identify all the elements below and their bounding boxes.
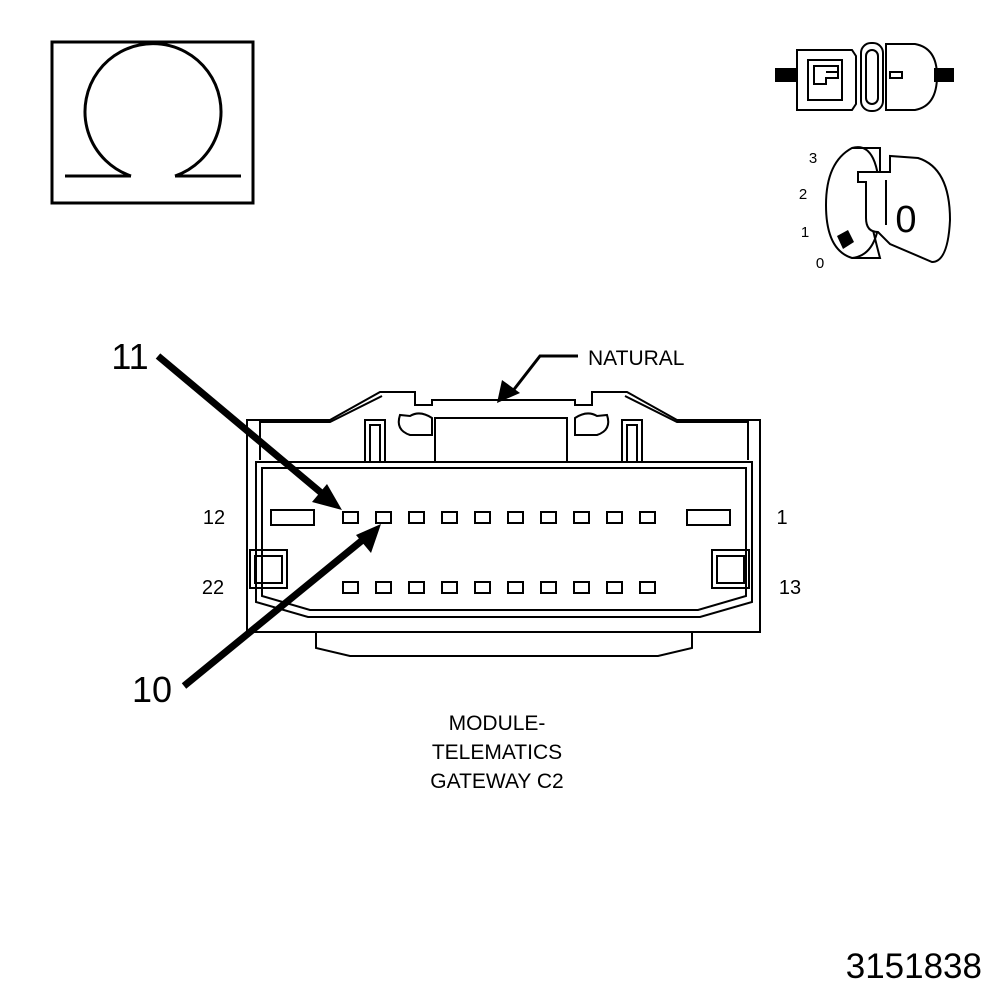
connector-caption-line-1: MODULE- <box>449 712 546 735</box>
pin-label-12: 12 <box>203 507 225 529</box>
ignition-position-2: 2 <box>799 186 807 203</box>
pin-cavity-top-8 <box>573 511 590 524</box>
pin-label-22: 22 <box>202 577 224 599</box>
ignition-key-icon: 0 3 2 1 0 <box>799 146 952 272</box>
pin-label-1: 1 <box>776 507 787 529</box>
pin-cavity-top-2 <box>375 511 392 524</box>
pin-cavity-top-3 <box>408 511 425 524</box>
callout-arrow-upper <box>155 353 342 510</box>
ignition-position-1: 1 <box>801 224 809 241</box>
pin-cavity-bottom-4 <box>441 581 458 594</box>
connector-color-label: NATURAL <box>588 347 684 370</box>
pin-row-top <box>342 511 656 524</box>
pin-cavity-bottom-3 <box>408 581 425 594</box>
pin-cavity-top-6 <box>507 511 524 524</box>
connector-caption-line-2: TELEMATICS <box>432 741 562 764</box>
connector-body <box>246 391 761 657</box>
pin-cavity-top-4 <box>441 511 458 524</box>
pin-cavity-bottom-7 <box>540 581 557 594</box>
connector-caption-line-3: GATEWAY C2 <box>430 770 563 793</box>
key-label: 0 <box>895 199 916 241</box>
pin-cavity-bottom-6 <box>507 581 524 594</box>
pin-cavity-top-9 <box>606 511 623 524</box>
ignition-position-0: 0 <box>816 255 824 272</box>
ohm-icon <box>50 40 255 205</box>
pin-cavity-bottom-2 <box>375 581 392 594</box>
connector-disconnect-icon <box>775 42 954 112</box>
pin-cavity-bottom-10 <box>639 581 656 594</box>
callout-label-upper: 11 <box>111 336 148 377</box>
pin-cavity-top-7 <box>540 511 557 524</box>
pin-cavity-top-1 <box>342 511 359 524</box>
ignition-position-3: 3 <box>809 150 817 167</box>
pin-cavity-top-5 <box>474 511 491 524</box>
callout-label-lower: 10 <box>132 669 172 710</box>
figure-id: 3151838 <box>846 947 982 986</box>
color-leader <box>497 354 578 403</box>
keyway-slot-left <box>270 509 315 526</box>
pin-label-13: 13 <box>779 577 801 599</box>
pin-cavity-bottom-9 <box>606 581 623 594</box>
pin-cavity-bottom-8 <box>573 581 590 594</box>
pin-cavity-bottom-5 <box>474 581 491 594</box>
pin-cavity-bottom-1 <box>342 581 359 594</box>
keyway-slot-right <box>686 509 731 526</box>
pin-cavity-top-10 <box>639 511 656 524</box>
pin-row-bottom <box>342 581 656 594</box>
callout-arrow-lower <box>181 524 381 689</box>
